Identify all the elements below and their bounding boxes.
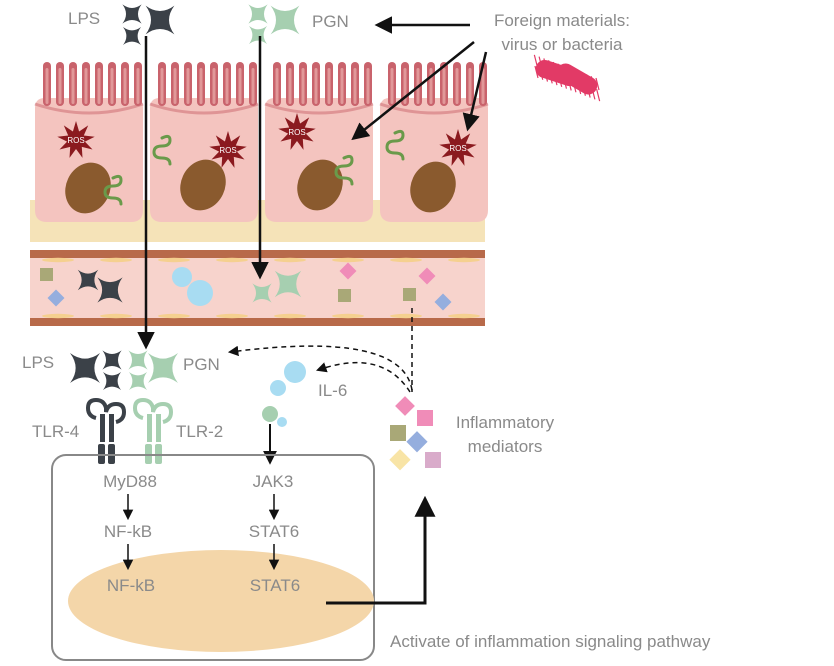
stat6-cytoplasm-label: STAT6	[249, 522, 299, 541]
il6-molecule	[172, 267, 192, 287]
nfkb-cytoplasm-label: NF-kB	[104, 522, 152, 541]
pgn-top-group	[248, 4, 300, 44]
stat6-nucleus-label: STAT6	[250, 576, 300, 595]
foreign-materials-label: Foreign materials:	[494, 11, 630, 30]
epithelial-cell: ROS	[34, 62, 144, 222]
cell-membrane	[51, 454, 375, 661]
pink-mediator-diamond	[339, 262, 357, 280]
cell-nucleus	[65, 162, 111, 214]
ros-icon: ROS	[57, 121, 95, 158]
epithelial-cell: ROS	[264, 62, 374, 222]
pink-mediator-diamond	[418, 267, 436, 285]
il6-cluster	[270, 361, 306, 396]
epithelial-cell: ROS	[379, 62, 489, 222]
ros-label: ROS	[288, 128, 305, 137]
il6-label: IL-6	[318, 381, 347, 400]
pgn-top-label: PGN	[312, 12, 349, 31]
cell-nucleus	[180, 159, 226, 211]
coil-organelle	[334, 154, 354, 186]
lps-top-group	[122, 4, 175, 45]
ros-label: ROS	[219, 146, 236, 155]
coil-organelle	[152, 134, 172, 166]
epithelial-cell: ROS	[149, 62, 259, 222]
olive-mediator-square	[403, 288, 416, 301]
pgn-mid-group	[128, 350, 178, 390]
myd88-label: MyD88	[103, 472, 157, 491]
nfkb-nucleus-label: NF-kB	[107, 576, 155, 595]
cell-nucleus	[410, 161, 456, 213]
epithelium: ROS ROS ROS ROS	[30, 62, 489, 242]
pathway-arrows	[122, 494, 280, 571]
inflammatory-label: Inflammatory	[456, 413, 555, 432]
olive-mediator-square	[338, 289, 351, 302]
ros-icon: ROS	[209, 131, 247, 168]
ros-icon: ROS	[278, 113, 316, 150]
output-arrow	[326, 495, 436, 605]
nucleus-region	[68, 550, 374, 652]
jak3-label: JAK3	[253, 472, 294, 491]
ros-label: ROS	[67, 136, 84, 145]
il6-receptor	[262, 406, 287, 465]
lps-top-label: LPS	[68, 9, 100, 28]
foreign-materials-sublabel: virus or bacteria	[502, 35, 623, 54]
tlr4-label: TLR-4	[32, 422, 79, 441]
bacteria-icon	[533, 54, 601, 102]
coil-organelle	[385, 129, 405, 161]
coil-organelle	[103, 174, 123, 206]
ros-icon: ROS	[439, 129, 477, 166]
lps-mid-label: LPS	[22, 353, 54, 372]
lps-mid-group	[70, 350, 122, 390]
blue-mediator-diamond	[434, 293, 452, 311]
pgn-mid-label: PGN	[183, 355, 220, 374]
caption: Activate of inflammation signaling pathw…	[390, 632, 711, 651]
ros-label: ROS	[449, 144, 466, 153]
olive-mediator-square	[40, 268, 53, 281]
il6-molecule	[187, 280, 213, 306]
inflammatory-mediators-group	[389, 396, 441, 471]
cell-nucleus	[297, 159, 343, 211]
mediators-label: mediators	[468, 437, 543, 456]
blood-vessel	[30, 250, 485, 326]
foreign-arrows	[351, 16, 488, 141]
feedback-arrows	[227, 308, 413, 393]
translocation-arrows	[137, 36, 269, 350]
tlr2-receptor	[132, 397, 174, 464]
tlr2-label: TLR-2	[176, 422, 223, 441]
